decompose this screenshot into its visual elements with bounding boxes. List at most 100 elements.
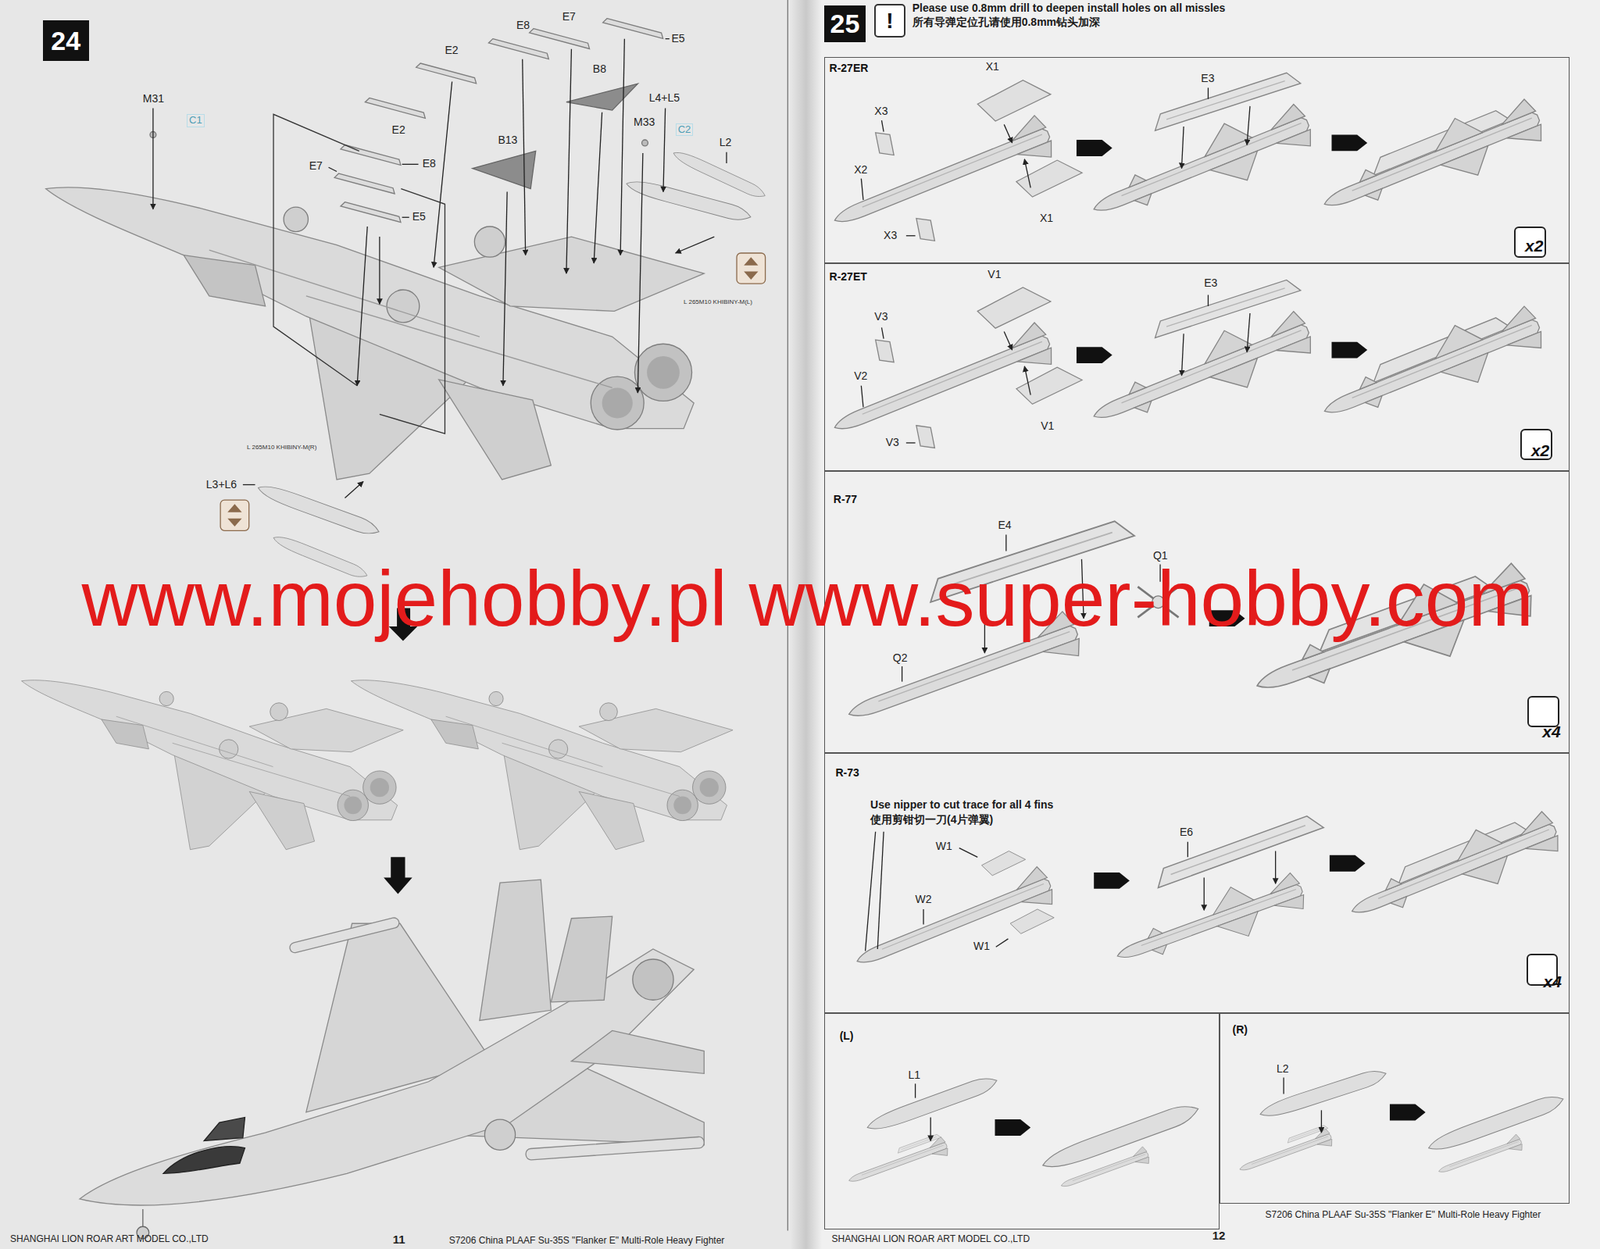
quantity-badge: x2 (1520, 428, 1552, 461)
drawing-part (826, 276, 1550, 449)
drawing-part (980, 846, 1027, 879)
leader-line (1187, 842, 1189, 858)
drawing-part (743, 257, 758, 280)
instruction-note: 使用剪钳切一刀(4片弹翼) (870, 814, 993, 826)
part-label: B13 (497, 134, 518, 147)
part-label: Q2 (892, 652, 908, 665)
drawing-part (845, 1135, 950, 1191)
quantity-text: x2 (1525, 236, 1543, 256)
step-number-text: 24 (50, 25, 81, 57)
leader-line (152, 107, 154, 209)
drawing-part (46, 187, 704, 480)
instruction-note: 所有导弹定位孔请使用0.8mm钻头加深 (912, 16, 1100, 29)
drawing-part (488, 38, 550, 60)
drawing-part (1389, 1103, 1426, 1121)
part-label: W2 (915, 893, 933, 906)
leader-line (901, 666, 903, 683)
drawing-part (736, 253, 766, 284)
drawing-part (603, 17, 665, 40)
leader-line (996, 939, 1009, 947)
leader-line (328, 167, 337, 172)
part-label: V1 (987, 268, 1001, 281)
part-label: M31 (142, 92, 165, 105)
drawing-part (1152, 812, 1324, 889)
drawing-part (1093, 872, 1130, 890)
drawing-part (334, 172, 397, 194)
leader-line (1275, 851, 1276, 885)
part-label: E3 (1203, 277, 1218, 290)
quantity-badge: x2 (1514, 226, 1546, 258)
part-callout: C1 (186, 114, 205, 127)
leader-line (357, 226, 368, 386)
missile-panel: (R) (1219, 1013, 1570, 1204)
part-label: X3 (883, 229, 897, 242)
leader-line (1321, 1110, 1322, 1133)
part-label: E5 (671, 32, 685, 45)
drawing-part (1341, 802, 1567, 939)
panel-title: (R) (1232, 1023, 1247, 1036)
drawing-part (1329, 855, 1366, 872)
step-number: 25 (824, 5, 865, 43)
part-label: X1 (1039, 212, 1054, 225)
part-label: E6 (1179, 826, 1193, 839)
part-label: L2 (1276, 1063, 1290, 1075)
part-label: L1 (907, 1069, 921, 1082)
part-label: V3 (885, 436, 900, 449)
drawing-part (529, 28, 592, 50)
part-label: E2 (392, 124, 406, 136)
part-label: E5 (412, 210, 426, 223)
part-label: E7 (309, 160, 323, 172)
drawing-part (1435, 1133, 1525, 1180)
leader-line (922, 909, 924, 925)
leader-line (503, 192, 508, 386)
footer-text: SHANGHAI LION ROAR ART MODEL CO.,LTD (10, 1234, 209, 1245)
part-label: X3 (874, 105, 888, 118)
step-number-text: 25 (830, 8, 861, 40)
missile-panel: R-73 x4 (824, 753, 1569, 1014)
missile-panel: R-27ETx2 (824, 263, 1569, 472)
footer-text: SHANGHAI LION ROAR ART MODEL CO.,LTD (831, 1234, 1030, 1245)
leader-line (914, 1083, 916, 1098)
drawing-part (379, 189, 446, 435)
drawing-part (566, 83, 638, 111)
leader-line (675, 236, 715, 254)
step-number: 24 (42, 20, 90, 61)
leader-line (566, 49, 572, 274)
drawing-part (416, 62, 479, 84)
footer-text: S7206 China PLAAF Su-35S "Flanker E" Mul… (1265, 1210, 1542, 1221)
drawing-part (350, 680, 733, 850)
drawing-part (736, 253, 766, 284)
drawing-part (671, 147, 768, 201)
leader-line (665, 38, 670, 40)
footer-text: S7206 China PLAAF Su-35S "Flanker E" Mul… (449, 1235, 725, 1247)
leader-line (593, 112, 602, 264)
panel-title: R-73 (835, 766, 859, 779)
warning-icon: ! (874, 3, 905, 38)
quantity-text: x4 (1543, 972, 1562, 992)
quantity-badge: x4 (1527, 696, 1559, 728)
drawing-part (79, 879, 705, 1240)
part-label: W1 (973, 940, 990, 953)
part-label: E4 (997, 519, 1011, 532)
leader-line (959, 848, 979, 858)
panel-title: R-27ER (829, 61, 869, 75)
part-label: V3 (874, 310, 888, 323)
drawing-part (383, 857, 413, 894)
instruction-note: Please use 0.8mm drill to deepen install… (912, 2, 1226, 15)
part-label: E3 (1200, 72, 1215, 85)
drawing-part (220, 500, 250, 531)
drawing-part (227, 503, 242, 527)
drawing-part (273, 114, 360, 386)
drawing-part (1009, 904, 1056, 936)
drawing-part (1236, 1127, 1335, 1179)
page-number: 11 (392, 1233, 406, 1247)
leader-line (930, 1117, 932, 1141)
missile-panel: R-27ER x2 (824, 57, 1569, 264)
part-note: L 265M10 KHIBINY-M(R) (246, 444, 317, 452)
part-label: E7 (562, 10, 576, 23)
drawing-part (21, 680, 404, 850)
drawing-part (826, 69, 1550, 242)
drawing-part (472, 150, 536, 189)
leader-line (620, 39, 625, 256)
leader-line (242, 484, 256, 486)
